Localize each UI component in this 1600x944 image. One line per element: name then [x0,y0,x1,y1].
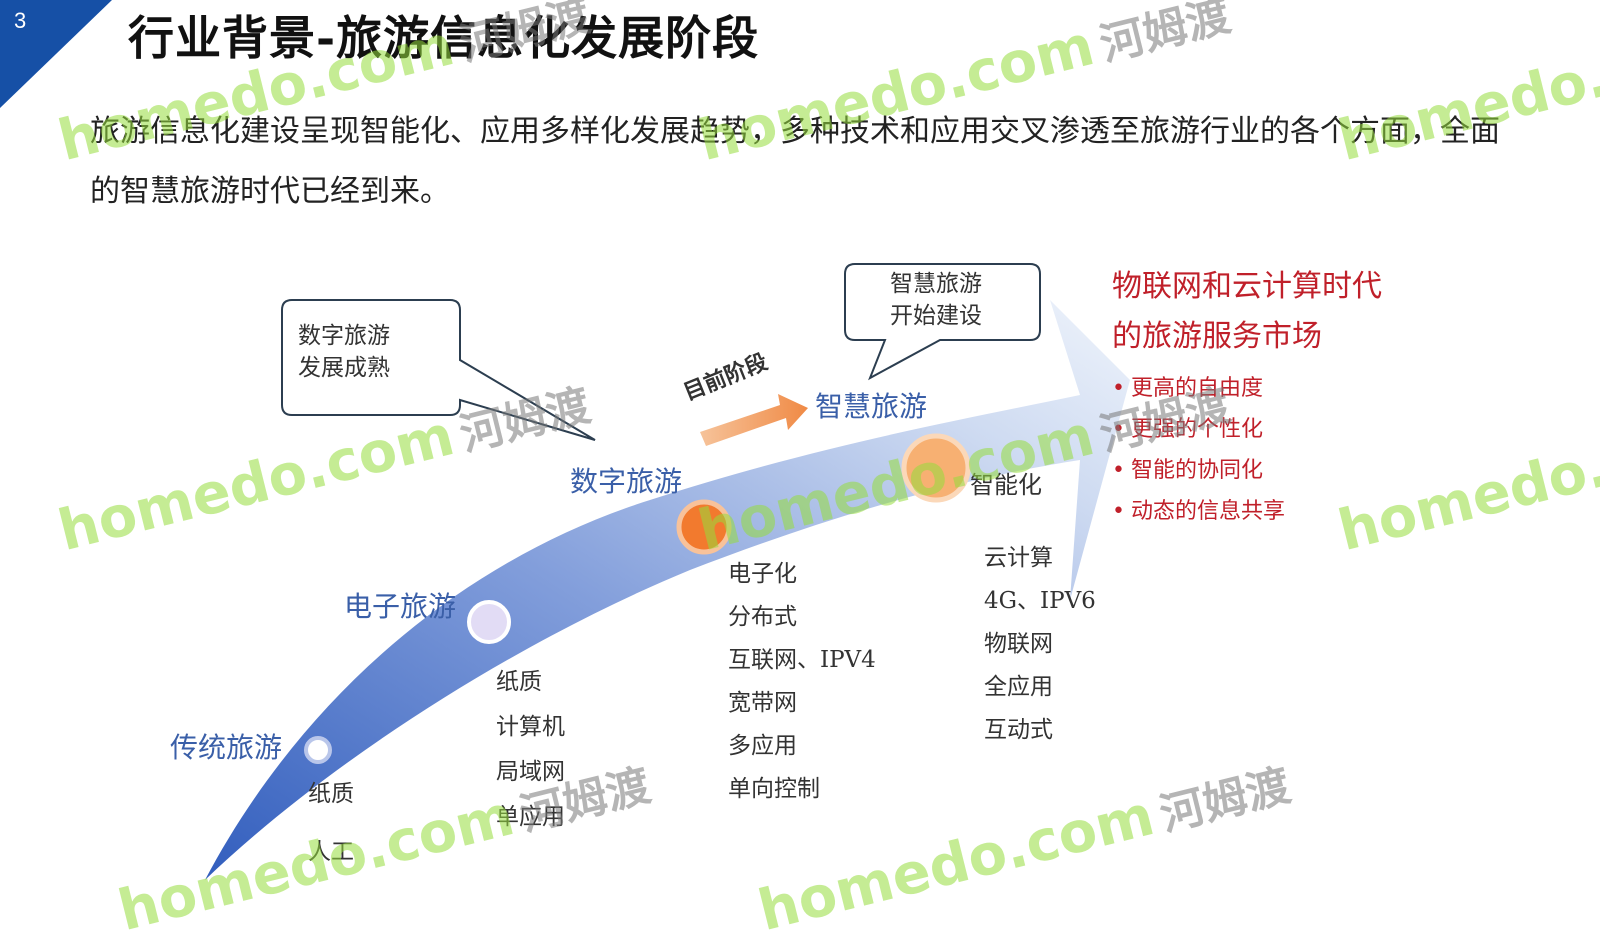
list-item: 计算机 [496,714,565,740]
list-item: 单应用 [496,804,565,830]
list-item: 纸质 [308,781,354,807]
list-item: 纸质 [496,669,542,695]
stage-label-electronic: 电子旅游 [344,590,457,623]
future-title-line: 物联网和云计算时代 [1112,269,1382,304]
stage-dot-smart [901,433,971,503]
list-item: 人工 [308,839,354,865]
stage-label-smart: 智慧旅游 [815,390,928,423]
list-item: 电子化 [728,561,797,587]
list-item: 云计算 [984,545,1053,571]
stage-items-smart: 云计算 4G、IPV6 物联网 全应用 互动式 [984,537,1096,752]
list-item: 单向控制 [728,776,820,802]
bubble-digital-text: 数字旅游发展成熟 [298,323,390,381]
slide-corner-triangle [0,0,112,108]
stage-dot-traditional [304,736,332,764]
list-item: 多应用 [728,733,797,759]
stage-items-traditional: 纸质 人工 [308,765,354,881]
stage-items-digital: 电子化 分布式 互联网、IPV4 宽带网 多应用 单向控制 [728,553,876,811]
list-item: 智能的协同化 [1112,450,1382,491]
stage-label-digital: 数字旅游 [570,465,683,498]
list-item: 分布式 [728,604,797,630]
stage-sublabel-smart: 智能化 [970,471,1042,499]
stage-dot-digital [676,499,732,555]
development-arrow-diagram [205,263,1130,880]
list-item: 物联网 [984,631,1053,657]
list-item: 更强的个性化 [1112,409,1382,450]
list-item: 互动式 [984,717,1053,743]
stage-items-electronic: 纸质 计算机 局域网 单应用 [496,660,565,840]
future-feature-list: 更高的自由度 更强的个性化 智能的协同化 动态的信息共享 [1112,368,1382,532]
list-item: 更高的自由度 [1112,368,1382,409]
page-title: 行业背景-旅游信息化发展阶段 [128,11,760,65]
growth-arrow [205,300,1130,880]
future-market-block: 物联网和云计算时代 的旅游服务市场 更高的自由度 更强的个性化 智能的协同化 动… [1112,262,1382,532]
list-item: 宽带网 [728,690,797,716]
bubble-smart-text: 智慧旅游开始建设 [890,271,982,329]
current-stage-arrow [700,394,808,446]
list-item: 动态的信息共享 [1112,491,1382,532]
future-title-line: 的旅游服务市场 [1112,319,1322,354]
list-item: 局域网 [496,759,565,785]
stage-dot-electronic [467,600,511,644]
stage-label-traditional: 传统旅游 [170,731,283,764]
intro-paragraph: 旅游信息化建设呈现智能化、应用多样化发展趋势，多种技术和应用交叉渗透至旅游行业的… [90,114,1500,209]
list-item: 4G、IPV6 [984,588,1096,614]
bubble-digital-outline [281,299,596,441]
slide-number: 3 [14,8,27,33]
list-item: 互联网、IPV4 [728,647,876,673]
bubble-smart-outline [844,263,1041,381]
list-item: 全应用 [984,674,1053,700]
